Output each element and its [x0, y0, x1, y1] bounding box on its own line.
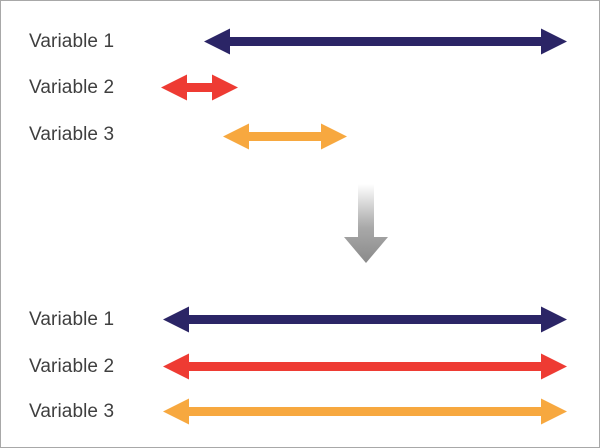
variable-3-scaled-arrow	[163, 398, 567, 425]
variable-1-label-bottom: Variable 1	[29, 309, 115, 330]
variable-1-range-arrow	[204, 28, 567, 55]
variable-1-label-top: Variable 1	[29, 31, 115, 52]
variable-2-scaled-arrow	[163, 353, 567, 380]
variable-3-range-arrow	[223, 123, 347, 150]
variable-2-label-top: Variable 2	[29, 77, 115, 98]
variable-2-label-bottom: Variable 2	[29, 356, 115, 377]
downward-transform-arrow	[344, 184, 388, 268]
variable-3-label-top: Variable 3	[29, 124, 115, 145]
variable-1-scaled-arrow	[163, 306, 567, 333]
variable-2-range-arrow	[161, 74, 238, 101]
variable-3-label-bottom: Variable 3	[29, 401, 115, 422]
